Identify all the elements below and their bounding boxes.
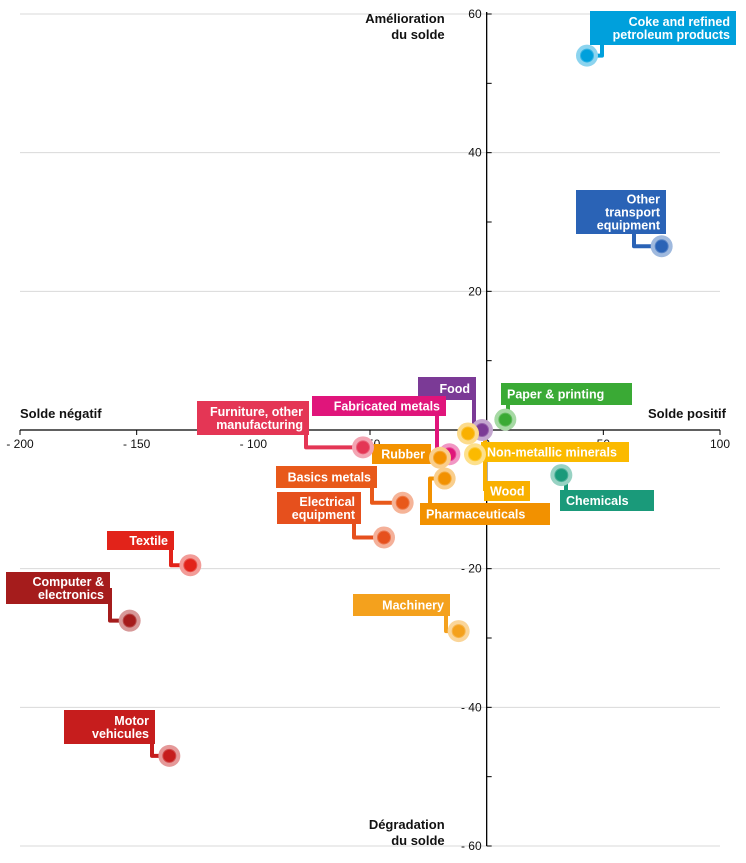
data-point	[654, 239, 669, 254]
point-label: Computer &electronics	[32, 575, 104, 602]
point-label-box	[481, 442, 629, 462]
point-label-box	[353, 594, 450, 616]
left-annotation: Solde négatif	[20, 406, 102, 421]
point-label-box	[372, 444, 431, 464]
point-label: Rubber	[381, 448, 425, 462]
point-label-box	[276, 466, 377, 488]
point-layer	[118, 44, 673, 767]
data-point	[580, 48, 594, 63]
data-point	[461, 426, 475, 441]
point-label: Fabricated metals	[334, 400, 440, 414]
x-tick-label: - 100	[240, 437, 268, 451]
point-label: Non-metallic minerals	[487, 446, 617, 460]
point-label-box	[6, 572, 110, 604]
x-tick-label: - 200	[6, 437, 34, 451]
data-point	[468, 447, 482, 462]
point-label: Machinery	[382, 599, 444, 613]
data-point	[356, 440, 370, 455]
point-label: Food	[439, 382, 470, 396]
point-label-box	[501, 383, 632, 405]
point-label-box	[277, 492, 361, 524]
point-label-box	[590, 11, 736, 45]
point-label-box	[418, 377, 476, 400]
data-point	[122, 613, 137, 628]
y-tick-label: - 20	[461, 562, 482, 576]
y-tick-label: 60	[468, 7, 482, 21]
data-point	[498, 412, 513, 427]
point-label-box	[107, 531, 174, 550]
point-label-box	[484, 481, 530, 501]
data-point	[451, 624, 466, 639]
x-tick-label: - 150	[123, 437, 151, 451]
data-point	[377, 530, 391, 545]
data-point	[433, 450, 447, 465]
x-tick-label: 100	[710, 437, 730, 451]
data-point	[162, 748, 177, 763]
y-tick-label: 40	[468, 146, 482, 160]
point-label-box	[197, 401, 309, 435]
point-label-box	[64, 710, 155, 744]
y-tick-label: 20	[468, 284, 482, 298]
point-label-box	[576, 190, 666, 234]
y-tick-label: - 60	[461, 839, 482, 853]
data-point	[395, 495, 410, 510]
point-label: Basics metals	[288, 471, 371, 485]
point-label: Textile	[129, 534, 168, 548]
point-label: Wood	[490, 485, 524, 499]
point-label-box	[420, 503, 550, 525]
point-label-box	[312, 396, 446, 416]
point-label: Pharmaceuticals	[426, 508, 525, 522]
y-tick-label: - 40	[461, 700, 482, 714]
right-annotation: Solde positif	[648, 406, 727, 421]
data-point	[183, 558, 198, 573]
point-label: Chemicals	[566, 494, 629, 508]
data-point	[437, 471, 452, 486]
point-label-box	[560, 490, 654, 511]
data-point	[554, 468, 569, 483]
point-label: Paper & printing	[507, 388, 604, 402]
